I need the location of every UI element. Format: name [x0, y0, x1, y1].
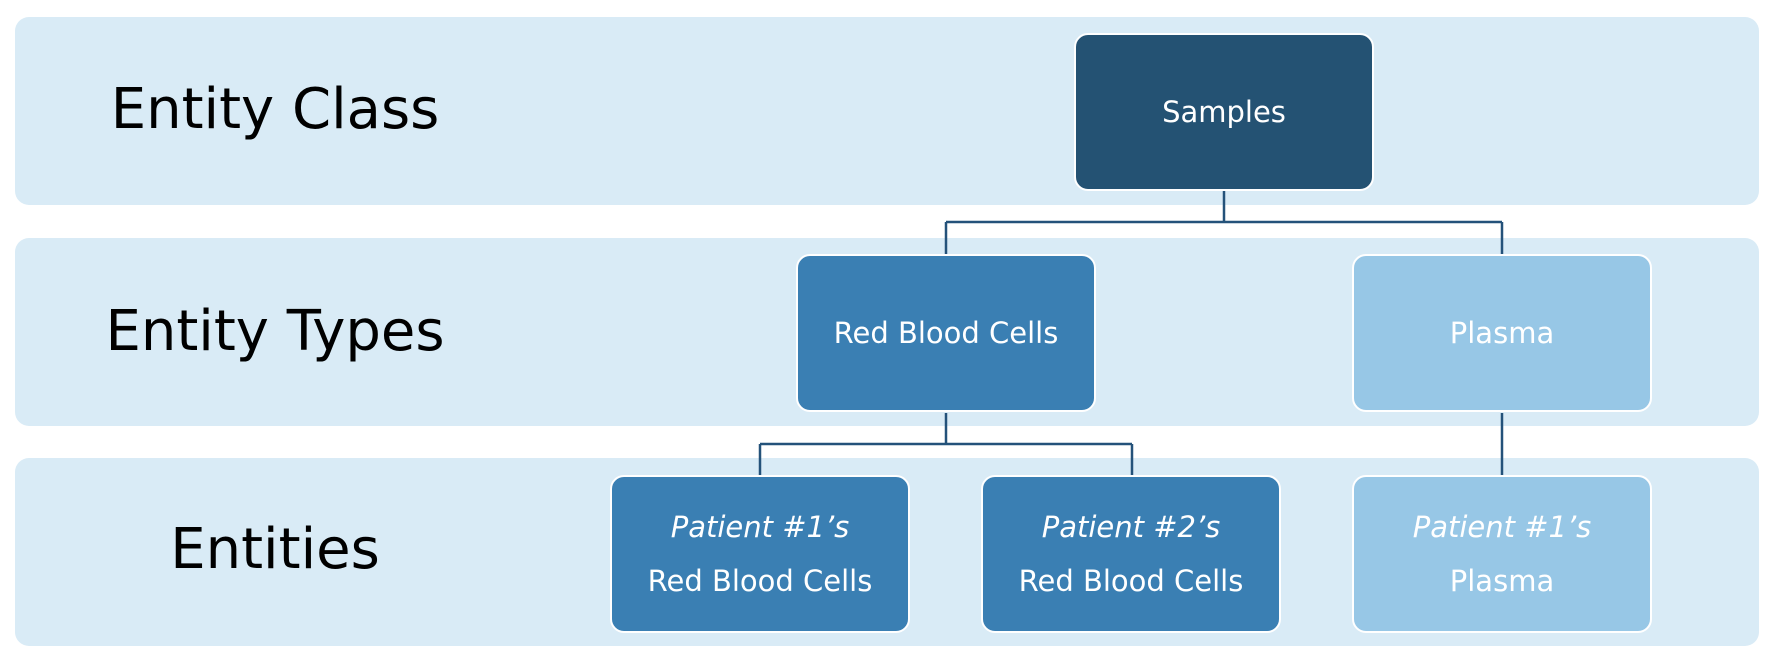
node-samples: Samples	[1074, 33, 1374, 191]
node-patient1-rbc-line1: Patient #1’s	[670, 510, 850, 544]
node-patient1-plasma-line2: Plasma	[1449, 564, 1555, 598]
node-patient1-plasma-line1: Patient #1’s	[1412, 510, 1592, 544]
node-plasma: Plasma	[1352, 254, 1652, 412]
node-red-blood-cells: Red Blood Cells	[796, 254, 1096, 412]
band-entity-class	[15, 17, 1759, 205]
node-patient2-red-blood-cells: Patient #2’s Red Blood Cells	[981, 475, 1281, 633]
row-label-entity-class: Entity Class	[110, 77, 440, 142]
node-patient1-red-blood-cells: Patient #1’s Red Blood Cells	[610, 475, 910, 633]
node-plasma-label: Plasma	[1449, 316, 1555, 350]
node-patient1-rbc-line2: Red Blood Cells	[647, 564, 873, 598]
connector-rbc-to-entities	[758, 413, 1134, 476]
row-label-entities: Entities	[170, 517, 380, 582]
connector-samples-to-types	[944, 190, 1504, 255]
node-patient1-plasma: Patient #1’s Plasma	[1352, 475, 1652, 633]
node-patient2-rbc-line2: Red Blood Cells	[1018, 564, 1244, 598]
row-label-entity-types: Entity Types	[105, 299, 445, 364]
node-red-blood-cells-label: Red Blood Cells	[833, 316, 1059, 350]
node-samples-label: Samples	[1162, 95, 1286, 129]
node-patient2-rbc-line1: Patient #2’s	[1041, 510, 1221, 544]
